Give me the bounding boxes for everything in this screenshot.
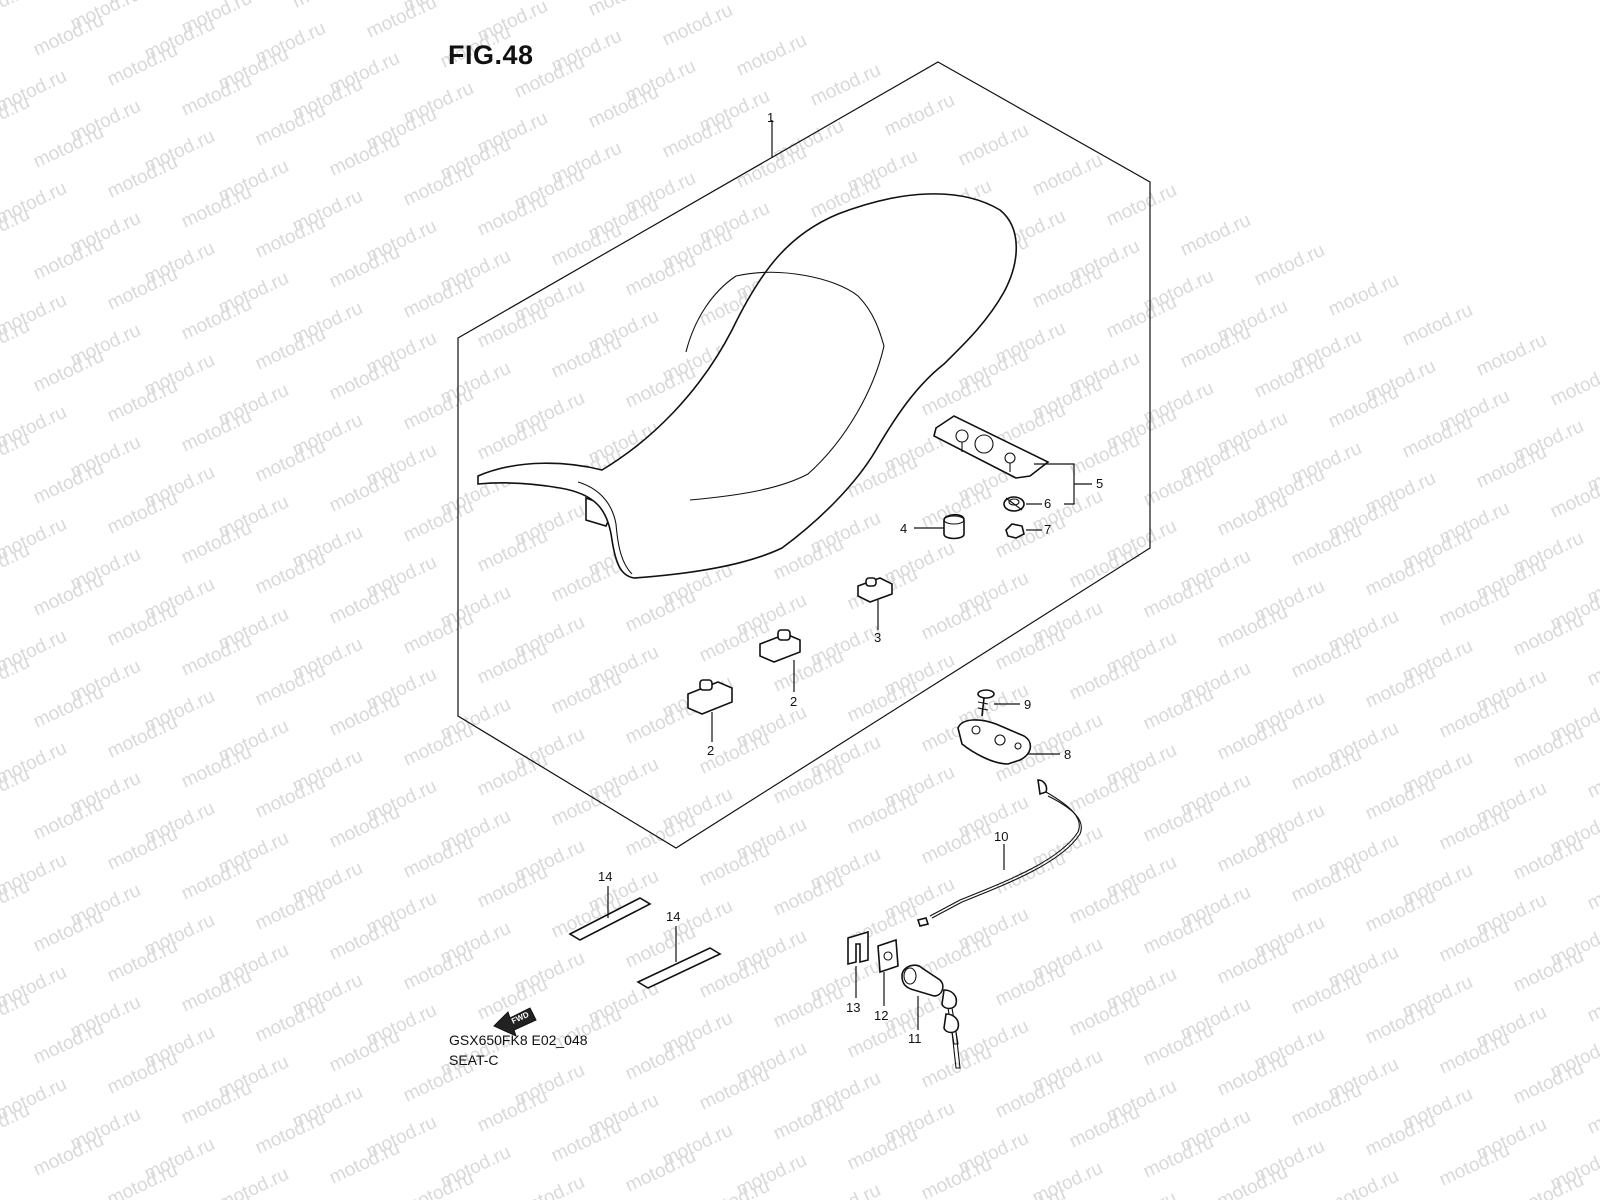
callout-14-lower: 14	[666, 909, 680, 924]
callout-5: 5	[1096, 476, 1103, 491]
callout-8: 8	[1064, 747, 1071, 762]
figure-title: FIG.48	[448, 40, 534, 70]
label-part-14a	[568, 897, 652, 941]
callout-10: 10	[994, 829, 1008, 844]
stopper-part-3	[857, 577, 893, 603]
callout-7: 7	[1044, 522, 1051, 537]
callout-12: 12	[874, 1008, 888, 1023]
callout-1: 1	[767, 110, 774, 125]
callout-6: 6	[1044, 496, 1051, 511]
grommet-part	[1003, 496, 1025, 512]
plate-bracket-part	[933, 415, 1050, 479]
seat-lock-part	[901, 964, 961, 1069]
callout-3: 3	[874, 630, 881, 645]
stopper-part-2-upper	[759, 629, 801, 663]
cable-part	[916, 779, 1082, 927]
callout-11: 11	[908, 1031, 922, 1046]
callout-2-lower: 2	[707, 743, 714, 758]
callout-2-upper: 2	[790, 694, 797, 709]
bracket-part	[847, 930, 869, 966]
cushion-part	[943, 513, 965, 540]
assembly-boundary	[457, 61, 1151, 849]
callout-4: 4	[900, 521, 907, 536]
callout-13: 13	[846, 1000, 860, 1015]
seat-part	[477, 193, 1018, 579]
stopper-part-2-lower	[687, 679, 733, 715]
callout-9: 9	[1024, 697, 1031, 712]
callout-14-upper: 14	[598, 869, 612, 884]
screw-part	[977, 689, 995, 717]
washer-plate-part	[877, 938, 899, 974]
label-part-14b	[636, 947, 722, 989]
nut-part	[1005, 523, 1025, 539]
lock-plate-part	[957, 719, 1032, 765]
figure-name: SEAT-C	[449, 1052, 499, 1068]
figure-code: GSX650FK8 E02_048	[449, 1032, 588, 1048]
